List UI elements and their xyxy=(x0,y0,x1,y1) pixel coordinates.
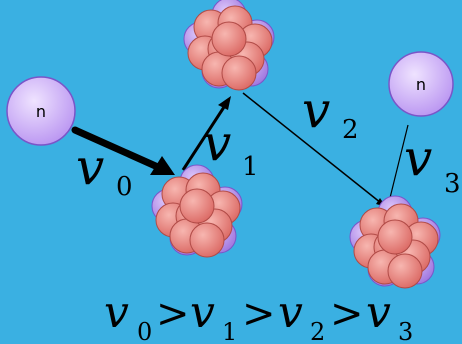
relation-sub-3: 3 xyxy=(398,318,413,344)
scatter-path-3 xyxy=(387,124,409,207)
proton-12 xyxy=(221,55,257,91)
proton-12 xyxy=(387,253,423,289)
velocity-label-2: v 2 xyxy=(302,81,359,145)
velocity-label-1: v 1 xyxy=(203,114,259,182)
proton-13 xyxy=(179,188,215,224)
scatter-arrow-2 xyxy=(242,92,382,204)
relation-op-1: > xyxy=(242,291,276,337)
relation-op-2: > xyxy=(330,291,364,337)
nucleus-right xyxy=(349,195,441,289)
scatter-arrowhead-1 xyxy=(218,96,231,110)
relation-sub-1: 1 xyxy=(222,318,237,344)
velocity-label-3: v 3 xyxy=(404,129,461,199)
relation-term-2: v xyxy=(278,287,303,338)
relation-sub-2: 2 xyxy=(310,318,325,344)
v0-sub: 0 xyxy=(116,172,133,202)
proton-13 xyxy=(377,219,413,255)
incoming-arrowhead xyxy=(150,156,175,175)
velocity-relation: v 0 > v 1 > v 2 > v 3 xyxy=(104,287,413,344)
relation-term-3: v xyxy=(366,287,391,338)
velocity-label-0: v 0 xyxy=(76,138,133,202)
neutron-label-left: n xyxy=(36,102,46,121)
proton-13 xyxy=(211,21,247,57)
proton-12 xyxy=(189,222,225,258)
v2-symbol: v xyxy=(302,81,330,139)
neutron-label-right: n xyxy=(416,75,426,94)
relation-sub-0: 0 xyxy=(137,318,152,344)
scatter-arrow-1 xyxy=(181,103,228,171)
neutron-particle-right: n xyxy=(388,51,454,117)
nucleus-top xyxy=(183,0,275,91)
relation-term-1: v xyxy=(190,287,215,338)
v3-sub: 3 xyxy=(444,169,461,199)
v3-symbol: v xyxy=(404,129,432,187)
neutron-particle-left: n xyxy=(6,76,76,146)
relation-term-0: v xyxy=(104,287,129,338)
v1-symbol: v xyxy=(203,114,231,172)
v2-sub: 2 xyxy=(342,115,359,145)
v0-symbol: v xyxy=(76,138,104,196)
relation-op-0: > xyxy=(156,291,190,337)
nucleus-middle xyxy=(151,164,243,258)
incoming-neutron-arrow xyxy=(71,126,164,172)
v1-sub: 1 xyxy=(242,152,259,182)
